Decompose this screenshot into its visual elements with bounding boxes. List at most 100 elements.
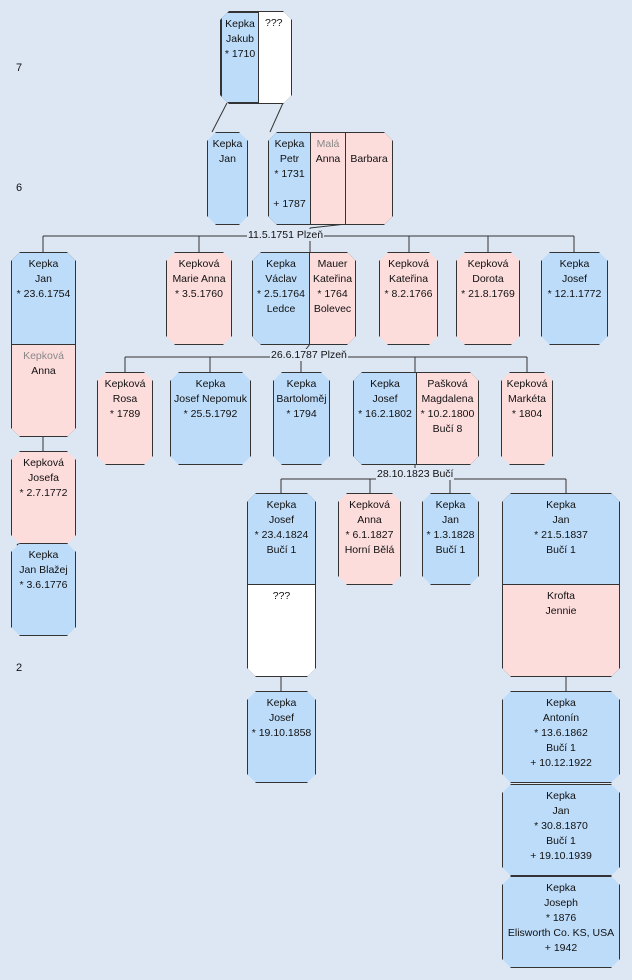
generation-number: 6: [16, 182, 23, 194]
marriage-label: 28.10.1823 Bučí: [376, 468, 455, 480]
surname: Kepka: [559, 258, 590, 270]
person-jan-1837[interactable]: Kepka Jan * 21.5.1837 Bučí 1: [503, 494, 619, 584]
given-name: Rosa: [112, 393, 138, 405]
person-jan-blazej[interactable]: Kepka Jan Blažej * 3.6.1776: [11, 543, 76, 636]
given-name: Jakub: [225, 33, 255, 45]
given-name: Jan: [35, 273, 52, 285]
surname: Kepková: [349, 499, 390, 511]
birth-date: * 10.2.1800: [420, 408, 475, 420]
person-jan-1754[interactable]: Kepka Jan * 23.6.1754: [12, 253, 75, 344]
couple-petr[interactable]: Kepka Petr * 1731 + 1787 Malá Anna Barba…: [268, 132, 393, 225]
surname: Kepka: [286, 378, 317, 390]
place: Bučí 1: [435, 544, 466, 556]
person-unknown-spouse[interactable]: ???: [248, 585, 315, 676]
person-katerina-1766[interactable]: Kepková Kateřina * 8.2.1766: [379, 252, 438, 345]
surname: Kepka: [266, 697, 297, 709]
person-jennie-krofta[interactable]: Krofta Jennie: [503, 585, 619, 676]
birth-date: * 1710: [224, 48, 256, 60]
couple-vaclav[interactable]: Kepka Václav * 2.5.1764 Ledce Mauer Kate…: [252, 252, 356, 345]
birth-date: * 16.2.1802: [358, 408, 412, 420]
place: Bučí 1: [546, 742, 576, 754]
birth-date: * 23.6.1754: [16, 288, 71, 300]
marriage-label: 26.6.1787 Plzeň: [270, 349, 348, 361]
person-joseph[interactable]: Kepka Joseph * 1876 Elisworth Co. KS, US…: [502, 876, 620, 968]
given-name: Magdalena: [421, 393, 474, 405]
surname: Pašková: [427, 378, 468, 390]
birth-date: * 1731: [274, 168, 305, 180]
given-name: Bartoloměj: [276, 393, 327, 405]
death-date: + 10.12.1922: [530, 757, 592, 769]
person-barbara[interactable]: Barbara: [346, 133, 392, 224]
place: Bučí 1: [546, 835, 576, 847]
given-name: Josef: [561, 273, 588, 285]
surname: Kepková: [23, 350, 64, 362]
birth-date: * 1764: [317, 288, 348, 300]
couple-josef-1802[interactable]: Kepka Josef * 16.2.1802 Pašková Magdalen…: [353, 372, 479, 465]
given-name: Kateřina: [388, 273, 429, 285]
person-katerina-mauer[interactable]: Mauer Kateřina * 1764 Bolevec: [310, 253, 355, 344]
person-josef-1772[interactable]: Kepka Josef * 12.1.1772: [541, 252, 608, 345]
place: Bučí 8: [432, 423, 463, 435]
person-unknown-spouse[interactable]: ???: [259, 12, 291, 103]
couple-josef-1824[interactable]: Kepka Josef * 23.4.1824 Bučí 1 ???: [247, 493, 316, 677]
person-vaclav[interactable]: Kepka Václav * 2.5.1764 Ledce: [253, 253, 309, 344]
surname: Kepka: [195, 378, 226, 390]
person-rosa[interactable]: Kepková Rosa * 1789: [97, 372, 153, 465]
given-name: Josef: [268, 712, 295, 724]
person-anna-mala[interactable]: Malá Anna: [311, 133, 345, 224]
birth-date: * 3.6.1776: [19, 579, 68, 591]
given-name: Josef: [268, 514, 295, 526]
surname: Kepka: [546, 499, 576, 511]
death-date: + 1942: [544, 942, 578, 954]
person-jakub[interactable]: Kepka Jakub * 1710: [222, 13, 258, 102]
person-petr[interactable]: Kepka Petr * 1731 + 1787: [269, 133, 310, 224]
couple-jakub[interactable]: Kepka Jakub * 1710 ???: [220, 11, 292, 104]
person-josefa[interactable]: Kepková Josefa * 2.7.1772: [11, 451, 76, 544]
person-jan-1828[interactable]: Kepka Jan * 1.3.1828 Bučí 1: [422, 493, 479, 585]
person-jan-g6[interactable]: Kepka Jan: [207, 132, 248, 225]
birth-date: * 23.4.1824: [254, 529, 309, 541]
surname: Kepka: [225, 18, 255, 30]
place: Bučí 1: [266, 544, 297, 556]
person-josef-1802[interactable]: Kepka Josef * 16.2.1802: [354, 373, 416, 464]
person-magdalena[interactable]: Pašková Magdalena * 10.2.1800 Bučí 8: [417, 373, 478, 464]
given-name: Jan: [442, 514, 459, 526]
surname: Kepková: [23, 457, 64, 469]
surname: Kepková: [467, 258, 509, 270]
surname: Kepka: [370, 378, 400, 390]
person-marie-anna[interactable]: Kepková Marie Anna * 3.5.1760: [166, 252, 232, 345]
birth-date: * 1.3.1828: [426, 529, 475, 541]
given-name: Antonín: [542, 712, 580, 724]
connector: [211, 102, 228, 133]
given-name: Kateřina: [312, 273, 353, 285]
person-anna-kepkova[interactable]: Kepková Anna: [12, 345, 75, 436]
surname: Kepková: [178, 258, 220, 270]
surname: Kepka: [546, 882, 576, 894]
given-name: Jan: [552, 805, 570, 817]
given-name: Václav: [265, 273, 297, 285]
person-dorota[interactable]: Kepková Dorota * 21.8.1769: [456, 252, 520, 345]
death-date: + 19.10.1939: [530, 850, 592, 862]
given-name: Josef: [372, 393, 398, 405]
surname: Kepka: [28, 258, 59, 270]
person-marketa[interactable]: Kepková Markéta * 1804: [501, 372, 553, 465]
person-bartolomej[interactable]: Kepka Bartoloměj * 1794: [273, 372, 330, 465]
given-name: Markéta: [508, 393, 546, 405]
couple-jan-1754[interactable]: Kepka Jan * 23.6.1754 Kepková Anna: [11, 252, 76, 437]
place: Ledce: [266, 303, 296, 315]
person-josef-nepomuk[interactable]: Kepka Josef Nepomuk * 25.5.1792: [170, 372, 251, 465]
birth-date: * 2.5.1764: [257, 288, 305, 300]
birth-date: * 21.5.1837: [534, 529, 588, 541]
marriage-label: 11.5.1751 Plzeň: [247, 229, 325, 241]
person-josef-1858[interactable]: Kepka Josef * 19.10.1858: [247, 691, 316, 783]
generation-number: 2: [16, 662, 23, 674]
person-antonin[interactable]: Kepka Antonín * 13.6.1862 Bučí 1 + 10.12…: [502, 691, 620, 783]
given-name: Anna: [357, 514, 382, 526]
birth-date: * 2.7.1772: [19, 487, 68, 499]
person-josef-1824[interactable]: Kepka Josef * 23.4.1824 Bučí 1: [248, 494, 315, 584]
surname: Kepka: [274, 138, 305, 150]
person-jan-1870[interactable]: Kepka Jan * 30.8.1870 Bučí 1 + 19.10.193…: [502, 784, 620, 876]
couple-jan-1837[interactable]: Kepka Jan * 21.5.1837 Bučí 1 Krofta Jenn…: [502, 493, 620, 677]
person-anna-1827[interactable]: Kepková Anna * 6.1.1827 Horní Bělá: [338, 493, 401, 585]
given-name: Joseph: [544, 897, 578, 909]
